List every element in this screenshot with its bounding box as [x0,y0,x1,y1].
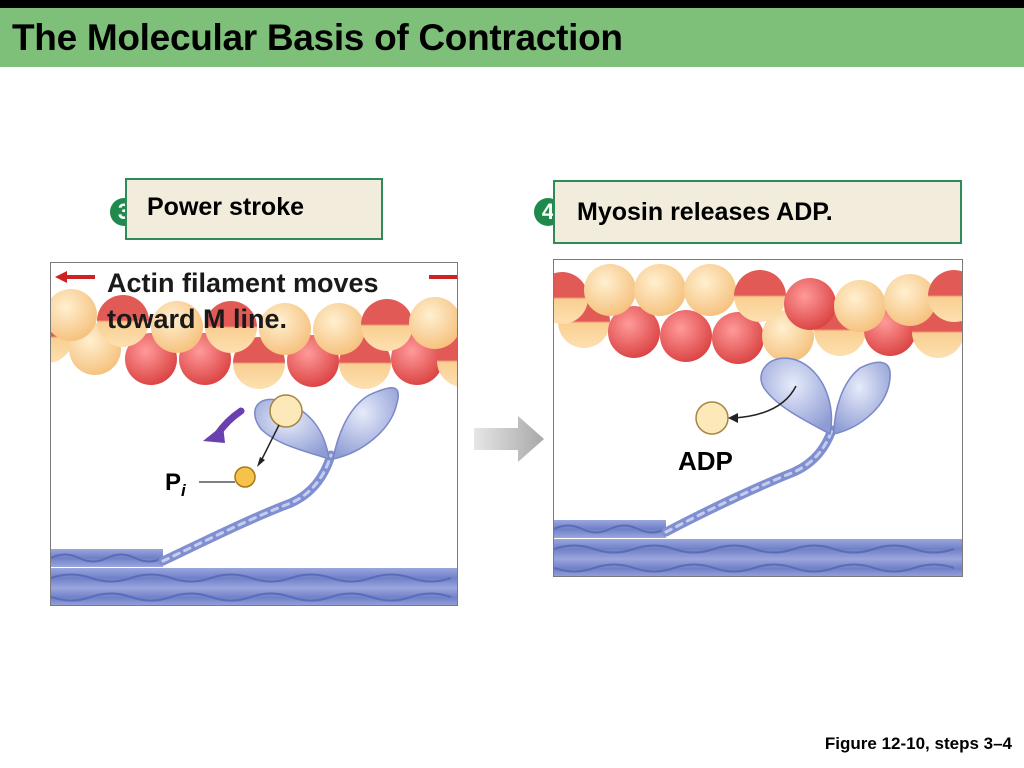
step-4-badge: 4 [534,198,562,226]
phosphate-symbol: P [165,469,182,496]
actin-annotation-line-1: Actin filament moves [107,268,379,298]
actin-movement-annotation: Actin filament moves toward M line. [107,265,379,337]
thick-filament-left [51,549,457,605]
top-border [0,0,1024,8]
myosin-molecule-right [661,357,891,537]
power-stroke-illustration [51,271,457,605]
step-4-box: Myosin releases ADP. [553,180,962,244]
adp-release-panel: ADP [553,259,963,577]
myosin-molecule-left [158,387,400,566]
phosphate-subscript: i [181,480,186,500]
next-step-arrow-icon [474,416,544,462]
page-title: The Molecular Basis of Contraction [12,17,623,58]
adp-release-illustration [554,264,962,576]
phosphate-label: Pi [165,469,186,501]
power-stroke-panel: Actin filament moves toward M line. Pi [50,262,458,606]
actin-filament-right [554,264,962,364]
step-3-box: Power stroke [125,178,383,240]
actin-filament-left [51,289,457,389]
power-stroke-arrow-icon [203,407,245,443]
actin-annotation-line-2: toward M line. [107,304,288,334]
title-bar: The Molecular Basis of Contraction [0,8,1024,67]
step-4-label: Myosin releases ADP. [577,198,833,226]
figure-caption: Figure 12-10, steps 3–4 [824,734,1012,753]
adp-label: ADP [678,446,733,476]
step-3-label: Power stroke [147,193,305,221]
direction-arrow-icon [55,271,457,283]
thick-filament-right [554,520,962,576]
